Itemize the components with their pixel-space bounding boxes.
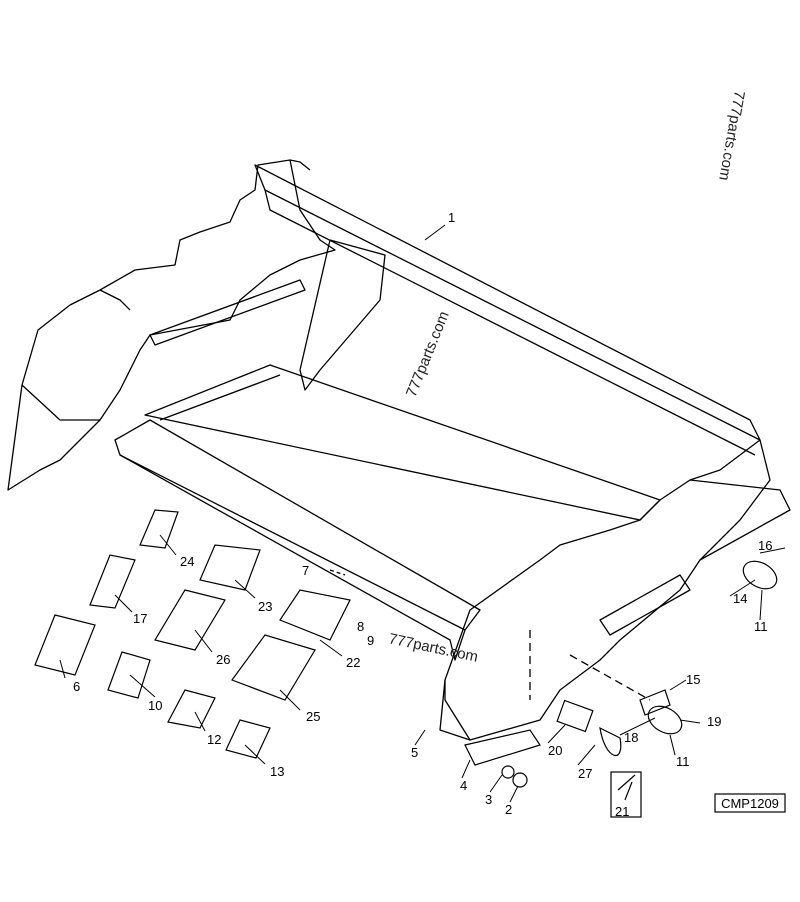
callout-15: 15 (686, 672, 700, 687)
callout-10: 10 (148, 698, 162, 713)
watermark-lower: 777parts.com (387, 630, 479, 666)
callout-14: 14 (733, 591, 747, 606)
callout-17: 17 (133, 611, 147, 626)
bucket-frame-drawing (7, 159, 791, 741)
callout-23: 23 (258, 599, 272, 614)
callout-21: 21 (615, 804, 629, 819)
callout-22: 22 (346, 655, 360, 670)
callout-18: 18 (624, 730, 638, 745)
diagram-code: CMP1209 (721, 796, 779, 811)
callout-2: 2 (505, 802, 512, 817)
callout-7: 7 (302, 563, 309, 578)
callout-26: 26 (216, 652, 230, 667)
callout-16: 16 (758, 538, 772, 553)
leader-lines (59, 224, 786, 803)
callout-19: 19 (707, 714, 721, 729)
callout-12: 12 (207, 732, 221, 747)
callout-24: 24 (180, 554, 194, 569)
watermark-center: 777parts.com (403, 309, 453, 400)
hardware (464, 560, 778, 818)
callout-3: 3 (485, 792, 492, 807)
watermark-top-right: 777parts.com (715, 89, 748, 181)
callout-4: 4 (460, 778, 467, 793)
wear-plates (34, 509, 351, 759)
callout-9: 9 (367, 633, 374, 648)
callout-20: 20 (548, 743, 562, 758)
callouts: 1 2 3 4 5 6 7 8 9 10 11 11 12 13 14 15 1… (73, 210, 772, 819)
callout-5: 5 (411, 745, 418, 760)
diagram-code-box (714, 793, 786, 813)
callout-6: 6 (73, 679, 80, 694)
callout-25: 25 (306, 709, 320, 724)
callout-1: 1 (448, 210, 455, 225)
callout-11a: 11 (754, 619, 768, 634)
callout-27: 27 (578, 766, 592, 781)
callout-8: 8 (357, 619, 364, 634)
callout-13: 13 (270, 764, 284, 779)
callout-11b: 11 (676, 754, 690, 769)
